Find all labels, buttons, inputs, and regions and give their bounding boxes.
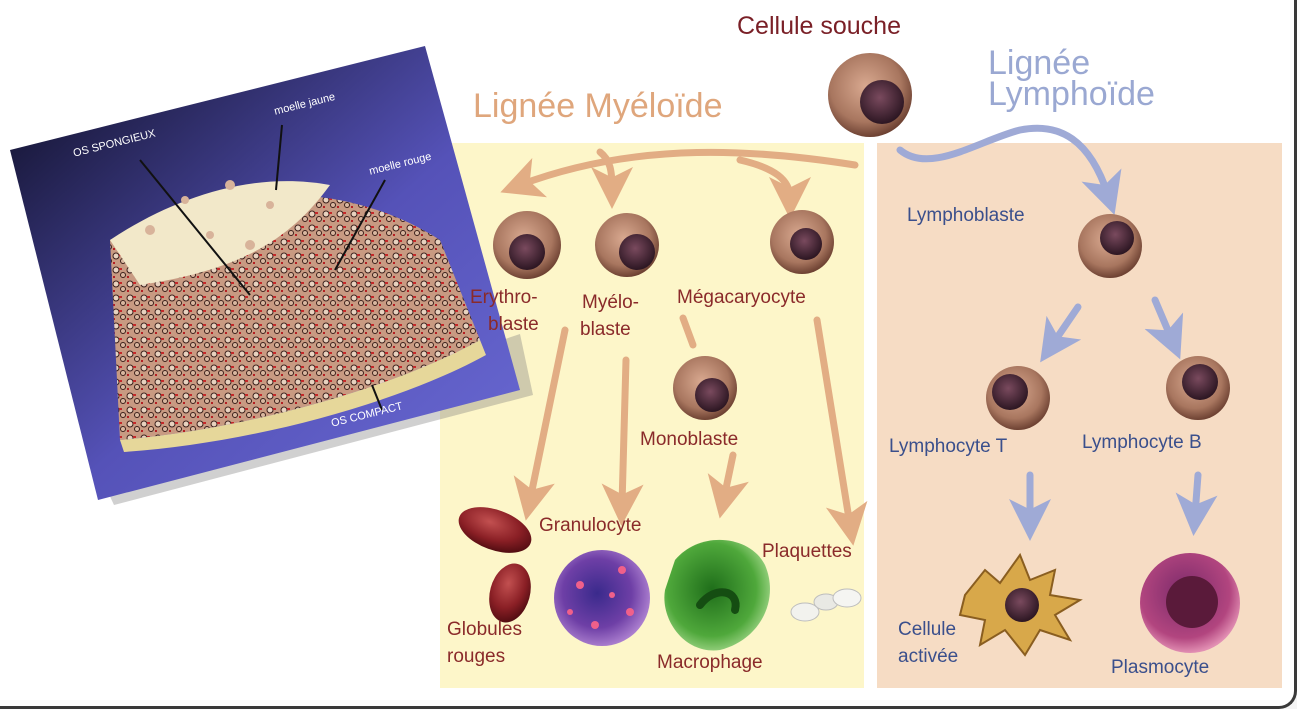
label-lymphocyte-b: Lymphocyte B: [1082, 433, 1202, 454]
label-erythroblast-line2: blaste: [488, 315, 539, 336]
label-red-blood-cells: Globules rouges: [447, 620, 522, 668]
label-erythroblast-line1: Erythro-: [470, 288, 539, 309]
title-lymphoid-lineage: Lignée Lymphoïde: [988, 48, 1155, 109]
red-blood-cells: [452, 498, 537, 627]
label-platelets: Plaquettes: [762, 542, 852, 563]
myeloblast-cell: [595, 213, 659, 277]
lymphocyte-b-cell: [1166, 356, 1230, 420]
label-myeloblast: Myélo- blaste: [582, 293, 639, 341]
label-rbc-line1: Globules: [447, 620, 522, 641]
activated-cell: [960, 555, 1080, 655]
label-megakaryocyte: Mégacaryocyte: [677, 288, 806, 309]
lymphoblast-cell: [1078, 214, 1142, 278]
label-lymphoblast: Lymphoblaste: [907, 206, 1025, 227]
label-rbc-line2: rouges: [447, 647, 522, 668]
megakaryocyte-cell: [770, 210, 834, 274]
macrophage-cell: [664, 540, 770, 651]
label-myeloblast-line2: blaste: [580, 320, 639, 341]
lymphoid-arrows: [900, 128, 1198, 520]
lymphocyte-t-cell: [986, 366, 1050, 430]
stem-cell: [828, 53, 912, 137]
title-lymphoid-line2: Lymphoïde: [988, 79, 1155, 110]
monoblast-cell: [673, 356, 737, 420]
granulocyte-cell: [554, 550, 650, 646]
plasmocyte-cell: [1140, 553, 1240, 653]
title-myeloid-lineage: Lignée Myéloïde: [473, 88, 723, 125]
label-lymphocyte-t: Lymphocyte T: [889, 437, 1007, 458]
label-activated-cell: Cellule activée: [898, 620, 958, 668]
bone-inset-image: [10, 46, 533, 505]
label-granulocyte: Granulocyte: [539, 516, 641, 537]
label-activated-line1: Cellule: [898, 620, 958, 641]
title-lymphoid-line1: Lignée: [988, 48, 1155, 79]
label-monoblast: Monoblaste: [640, 430, 738, 451]
label-erythroblast: Erythro- blaste: [470, 288, 539, 336]
label-macrophage: Macrophage: [657, 653, 763, 674]
label-stem-cell: Cellule souche: [737, 13, 901, 41]
label-myeloblast-line1: Myélo-: [582, 293, 639, 314]
myeloid-arrows: [520, 152, 855, 525]
platelets: [791, 589, 861, 621]
label-activated-line2: activée: [898, 647, 958, 668]
label-plasmocyte: Plasmocyte: [1111, 658, 1209, 679]
erythroblast-cell: [493, 211, 561, 279]
